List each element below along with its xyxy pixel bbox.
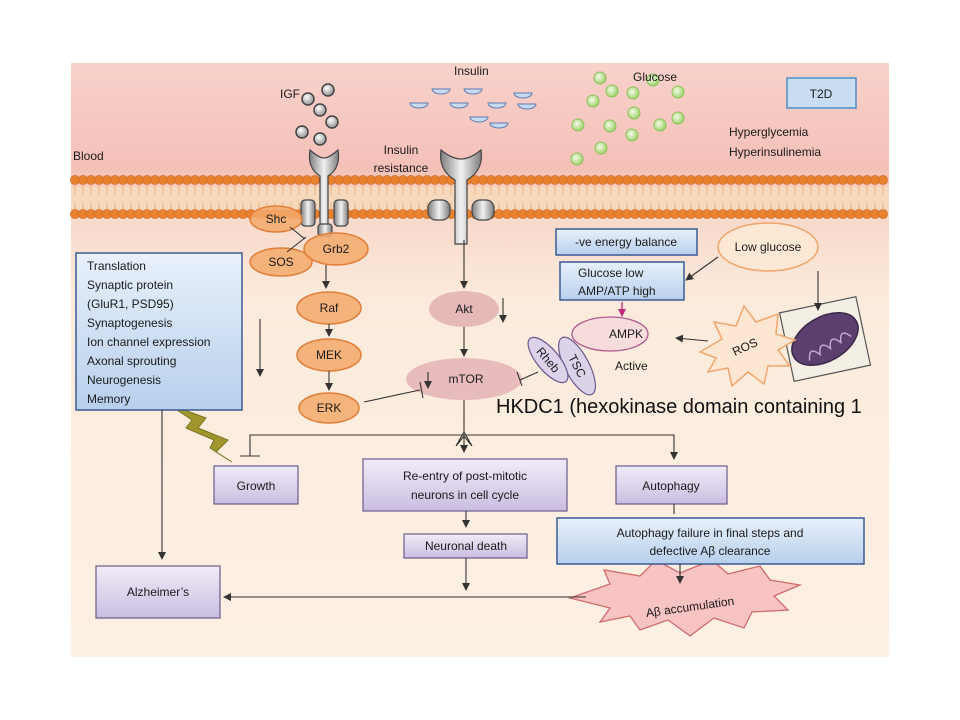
- t2d-label: T2D: [810, 87, 833, 101]
- function-item: Memory: [87, 392, 130, 406]
- growth-label: Growth: [237, 479, 276, 493]
- ros-burst: [698, 304, 797, 388]
- autophagy-failure-label-2: defective Aβ clearance: [650, 544, 771, 558]
- function-item: Neurogenesis: [87, 373, 161, 387]
- igf-receptor: [300, 148, 349, 237]
- glucose-molecules: [570, 71, 685, 166]
- t2d-box: [786, 77, 857, 109]
- reentry-box: [362, 458, 568, 512]
- glucose-label: Glucose: [633, 70, 677, 84]
- igf-label: IGF: [280, 87, 300, 101]
- autophagy-box: [615, 465, 728, 505]
- insulin-receptor: [427, 148, 495, 245]
- shc-label: Shc: [266, 212, 287, 226]
- glucose-low-label-2: AMP/ATP high: [578, 284, 656, 298]
- autophagy-failure-label-1: Autophagy failure in final steps and: [617, 526, 804, 540]
- function-item: Synaptic protein: [87, 278, 173, 292]
- function-item: Translation: [87, 259, 146, 273]
- hyperinsulinemia-label: Hyperinsulinemia: [729, 145, 821, 159]
- autophagy-label: Autophagy: [642, 479, 699, 493]
- mtor-label: mTOR: [448, 372, 483, 386]
- growth-box: [213, 465, 299, 505]
- igf-molecules: [295, 83, 339, 146]
- insulin-molecules: [409, 88, 537, 129]
- functions-box: [75, 252, 243, 411]
- neuronal-death-label: Neuronal death: [425, 539, 507, 553]
- reentry-label-1: Re-entry of post-mitotic: [403, 469, 527, 483]
- sos-label: SOS: [268, 255, 293, 269]
- mitochondrion-icon: [778, 295, 872, 383]
- energy-balance-box: [555, 228, 698, 256]
- raf-label: Raf: [320, 301, 339, 315]
- abeta-burst: [567, 559, 803, 637]
- insulin-label: Insulin: [454, 64, 489, 78]
- connector-lines: [158, 226, 822, 601]
- autophagy-failure-box: [556, 517, 865, 565]
- low-glucose-label: Low glucose: [735, 240, 802, 254]
- lightning-bolt-icon: [167, 403, 233, 463]
- insulin-resistance-label-1: Insulin: [384, 143, 419, 157]
- ampk-label: AMPK: [609, 327, 643, 341]
- insulin-resistance-label-2: resistance: [374, 161, 429, 175]
- alzheimers-label: Alzheimer’s: [127, 585, 189, 599]
- glucose-low-box: [559, 261, 685, 301]
- functions-list: Translation Synaptic protein (GluR1, PSD…: [87, 259, 210, 406]
- hkdc1-caption: HKDC1 (hexokinase domain containing 1: [496, 396, 862, 418]
- grb2-label: Grb2: [323, 242, 350, 256]
- active-label: Active: [615, 359, 648, 373]
- alzheimers-box: [95, 565, 221, 619]
- function-item: Ion channel expression: [87, 335, 210, 349]
- erk-label: ERK: [317, 401, 342, 415]
- akt-label: Akt: [455, 302, 473, 316]
- neuronal-death-box: [403, 533, 528, 559]
- blood-label: Blood: [73, 149, 104, 163]
- reentry-label-2: neurons in cell cycle: [411, 488, 519, 502]
- function-item: (GluR1, PSD95): [87, 297, 174, 311]
- glucose-low-label-1: Glucose low: [578, 266, 644, 280]
- mek-label: MEK: [316, 348, 342, 362]
- energy-balance-label: -ve energy balance: [575, 235, 677, 249]
- function-item: Axonal sprouting: [87, 354, 176, 368]
- function-item: Synaptogenesis: [87, 316, 172, 330]
- hyperglycemia-label: Hyperglycemia: [729, 125, 809, 139]
